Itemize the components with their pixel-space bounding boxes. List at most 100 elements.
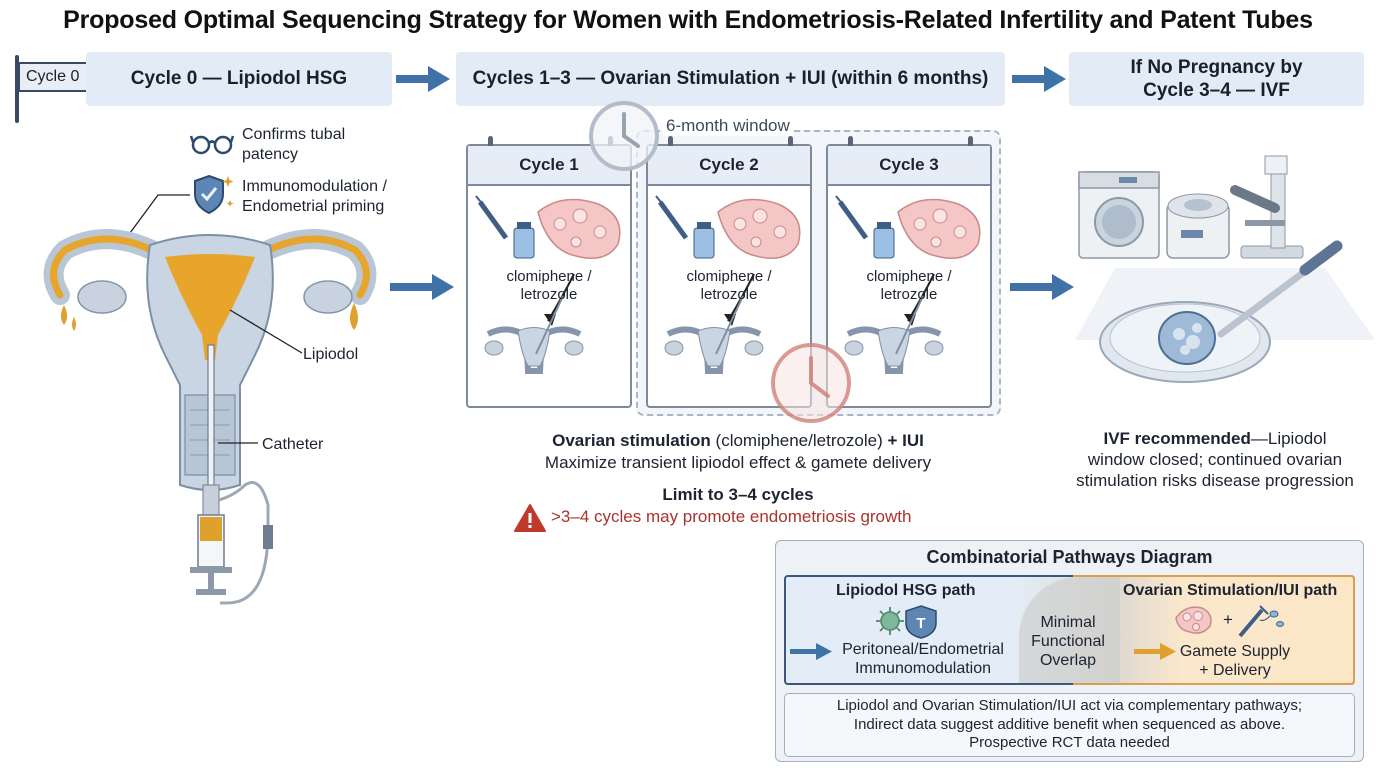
stimulation-iui-illustration bbox=[835, 195, 981, 374]
arrow-hsg-to-cycles bbox=[390, 274, 454, 300]
overlap-line3: Overlap bbox=[1039, 652, 1097, 669]
syringe-sperm-icon bbox=[1238, 605, 1284, 638]
ovarian-path-heading: Ovarian Stimulation/IUI path bbox=[1123, 582, 1338, 599]
microscope-icon bbox=[1230, 155, 1304, 259]
glasses-icon bbox=[190, 135, 234, 155]
benefit-tubal-patency: Confirms tubal patency bbox=[242, 125, 345, 165]
pipette-icon bbox=[1217, 240, 1343, 338]
ovary-icon bbox=[897, 198, 981, 259]
cycle-limit: Limit to 3–4 cycles bbox=[662, 485, 814, 504]
stage-ivf-line2: Cycle 3–4 — IVF bbox=[1143, 80, 1290, 101]
stim-bold2: + IUI bbox=[887, 431, 924, 450]
stim-bold: Ovarian stimulation bbox=[552, 431, 711, 450]
ivf-rest3: stimulation risks disease progression bbox=[1076, 471, 1354, 490]
stage-cycle0-label: Cycle 0 — Lipiodol HSG bbox=[130, 68, 348, 89]
uterus-icon bbox=[664, 326, 764, 374]
ivf-bold: IVF recommended bbox=[1103, 429, 1251, 448]
stimulation-iui-illustration bbox=[475, 195, 621, 374]
ovary-icon bbox=[1175, 606, 1212, 634]
cycle-card-title: Cycle 3 bbox=[828, 146, 990, 186]
warning-icon bbox=[514, 504, 546, 532]
cycle-card-1: Cycle 1 clomiphene / letrozole bbox=[466, 136, 632, 408]
vial-icon bbox=[513, 222, 535, 259]
cycle-drug: clomiphene / letrozole bbox=[648, 268, 810, 304]
flag-pole bbox=[15, 55, 19, 123]
evidence-note: Lipiodol and Ovarian Stimulation/IUI act… bbox=[784, 693, 1355, 757]
overlap-line1: Minimal bbox=[1040, 614, 1096, 631]
ivf-lab-illustration bbox=[1075, 155, 1375, 383]
arrow-ovarian-path bbox=[1134, 643, 1176, 660]
petri-dish-icon bbox=[1099, 301, 1271, 383]
arrow-stage0-to-stage1 bbox=[396, 66, 450, 92]
vial-icon bbox=[873, 222, 895, 259]
stim-normal: (clomiphene/letrozole) bbox=[710, 431, 888, 450]
drug-line1: clomiphene / bbox=[686, 268, 772, 285]
lipiodol-path-text: Peritoneal/Endometrial Immunomodulation bbox=[832, 640, 1014, 678]
stage-cycles1-3-label: Cycles 1–3 — Ovarian Stimulation + IUI (… bbox=[472, 68, 989, 89]
arrow-lipiodol-path bbox=[790, 643, 832, 660]
drug-line2: letrozole bbox=[520, 286, 578, 303]
uterus-icon bbox=[484, 326, 584, 374]
warning-text: >3–4 cycles may promote endometriosis gr… bbox=[551, 507, 912, 526]
t-cell-letter: T bbox=[916, 615, 925, 632]
ovary-icon bbox=[717, 198, 801, 259]
drug-line2: letrozole bbox=[700, 286, 758, 303]
ovarian-path-line1: Gamete Supply bbox=[1179, 643, 1291, 660]
ovarian-path-line2: + Delivery bbox=[1199, 662, 1271, 679]
cycle-drug: clomiphene / letrozole bbox=[828, 268, 990, 304]
six-month-window-label: 6-month window bbox=[663, 116, 793, 136]
uterus-icon bbox=[844, 326, 944, 374]
cycle-flag-label: Cycle 0 bbox=[26, 68, 80, 85]
arrow-stage1-to-stage2 bbox=[1012, 66, 1066, 92]
benefit-immuno-line2: Endometrial priming bbox=[242, 198, 385, 215]
benefit-immuno-line1: Immunomodulation / bbox=[242, 178, 387, 195]
drug-line1: clomiphene / bbox=[866, 268, 952, 285]
ovarian-path-text: Gamete Supply + Delivery bbox=[1164, 642, 1306, 680]
stimulation-summary: Ovarian stimulation (clomiphene/letrozol… bbox=[466, 430, 1010, 474]
incubator-icon bbox=[1078, 171, 1160, 259]
page-title: Proposed Optimal Sequencing Strategy for… bbox=[63, 6, 1313, 34]
stim-line2: Maximize transient lipiodol effect & gam… bbox=[544, 453, 932, 472]
arrow-cycles-to-ivf bbox=[1010, 274, 1074, 300]
note-line1: Lipiodol and Ovarian Stimulation/IUI act… bbox=[836, 697, 1303, 715]
benefit-tubal-line2: patency bbox=[242, 146, 299, 163]
catheter-label: Catheter bbox=[262, 436, 324, 453]
cycle-card-3: Cycle 3 clomiphene / letrozole bbox=[826, 136, 992, 408]
ivf-rest2: window closed; continued ovarian bbox=[1087, 450, 1343, 469]
combinatorial-title: Combinatorial Pathways Diagram bbox=[926, 547, 1213, 567]
syringe-icon bbox=[475, 195, 509, 240]
overlap-line2: Functional bbox=[1031, 633, 1105, 650]
uterus-hsg-illustration bbox=[43, 194, 377, 605]
stage-cycle0: Cycle 0 — Lipiodol HSG bbox=[86, 52, 392, 106]
plus-sign: + bbox=[1223, 610, 1233, 629]
lipiodol-path-heading: Lipiodol HSG path bbox=[836, 582, 976, 599]
stage-ivf-line1: If No Pregnancy by bbox=[1130, 57, 1303, 78]
note-line3: Prospective RCT data needed bbox=[969, 734, 1170, 752]
clock-icon bbox=[589, 101, 659, 171]
drug-line1: clomiphene / bbox=[506, 268, 592, 285]
overlap-region bbox=[1019, 577, 1120, 683]
stage-cycles1-3: Cycles 1–3 — Ovarian Stimulation + IUI (… bbox=[456, 52, 1005, 106]
clock-red-icon bbox=[771, 343, 851, 423]
drug-line2: letrozole bbox=[880, 286, 938, 303]
note-line2: Indirect data suggest additive benefit w… bbox=[853, 715, 1286, 733]
benefit-tubal-line1: Confirms tubal bbox=[242, 126, 346, 143]
stimulation-iui-illustration bbox=[655, 195, 801, 374]
immune-cell-icons: T bbox=[876, 605, 937, 639]
vial-icon bbox=[693, 222, 715, 259]
ovary-icon bbox=[537, 198, 621, 259]
ivf-recommendation: IVF recommended—Lipiodol window closed; … bbox=[1052, 428, 1376, 491]
shield-icon bbox=[194, 174, 234, 215]
lipiodol-path-line1: Peritoneal/Endometrial bbox=[842, 641, 1004, 658]
t-cell-shield-icon: T bbox=[905, 605, 937, 639]
centrifuge-icon bbox=[1166, 193, 1230, 259]
benefit-immunomodulation: Immunomodulation / Endometrial priming bbox=[242, 177, 387, 217]
overlap-text: Minimal Functional Overlap bbox=[1016, 613, 1120, 670]
ovarian-path-border bbox=[1073, 575, 1355, 685]
lipiodol-path-line2: Immunomodulation bbox=[854, 660, 992, 677]
cycle-card-title: Cycle 2 bbox=[648, 146, 810, 186]
syringe-icon bbox=[655, 195, 689, 240]
lipiodol-label: Lipiodol bbox=[303, 346, 359, 363]
macrophage-icon bbox=[876, 607, 904, 635]
